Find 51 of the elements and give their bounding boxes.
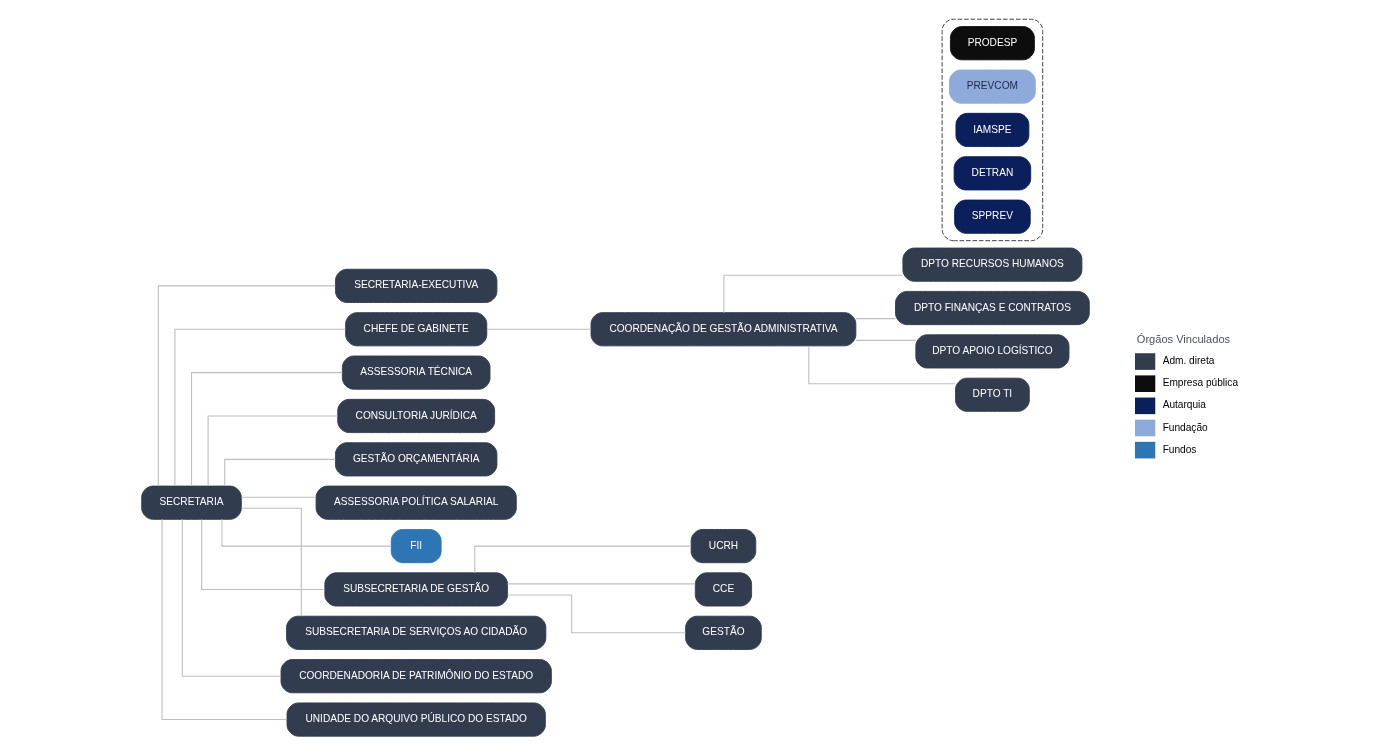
connector: [207, 415, 339, 487]
connector: [224, 458, 336, 487]
connector: [201, 518, 326, 590]
node-box: SUBSECRETARIA DE SERVIÇOS AO CIDADÃO: [286, 615, 547, 650]
legend-label: Empresa pública: [1162, 377, 1239, 389]
node-box: SPPREV: [954, 199, 1031, 234]
node-box: DPTO APOIO LOGÍSTICO: [915, 334, 1070, 369]
node-box: GESTÃO: [685, 615, 762, 650]
node-box: PREVCOM: [949, 69, 1036, 104]
connector: [723, 274, 904, 314]
node-box: IAMSPE: [955, 112, 1030, 147]
connector: [486, 328, 592, 330]
connector: [157, 285, 336, 487]
connector: [241, 507, 302, 617]
node-box: ASSESSORIA POLÍTICA SALARIAL: [315, 485, 517, 520]
connector: [190, 372, 343, 487]
node-box: SECRETARIA: [141, 485, 242, 520]
connector: [221, 518, 392, 547]
node-box: CCE: [694, 572, 753, 607]
legend-label: Fundação: [1162, 421, 1208, 433]
node-box: UNIDADE DO ARQUIVO PÚBLICO DO ESTADO: [286, 702, 546, 737]
node-box: COORDENADORIA DE PATRIMÔNIO DO ESTADO: [280, 659, 552, 694]
node-box: SECRETARIA-EXECUTIVA: [335, 268, 498, 303]
connector: [161, 518, 288, 721]
node-box: CONSULTORIA JURÍDICA: [337, 398, 496, 434]
connector: [855, 339, 917, 341]
node-box: DPTO TI: [955, 377, 1030, 412]
connector: [507, 594, 687, 634]
node-box: DPTO FINANÇAS E CONTRATOS: [895, 290, 1090, 326]
node-box: DETRAN: [953, 156, 1032, 191]
connector: [174, 328, 346, 487]
legend-label: Adm. direta: [1162, 355, 1215, 367]
connector: [240, 496, 317, 498]
connector: [855, 318, 896, 320]
connector: [507, 583, 696, 585]
connector: [808, 345, 956, 385]
node-box: ASSESSORIA TÉCNICA: [341, 355, 491, 390]
legend-label: Fundos: [1162, 443, 1197, 455]
node-box: COORDENAÇÃO DE GESTÃO ADMINISTRATIVA: [590, 312, 857, 347]
legend-label: Autarquia: [1162, 399, 1206, 411]
node-box: FII: [390, 529, 442, 564]
node-box: UCRH: [690, 529, 757, 564]
node-box: PRODESP: [949, 26, 1035, 61]
node-box: GESTÃO ORÇAMENTÁRIA: [335, 442, 498, 477]
label: Órgãos Vinculados: [1136, 332, 1231, 345]
node-box: CHEFE DE GABINETE: [345, 312, 488, 347]
node-box: SUBSECRETARIA DE GESTÃO: [324, 572, 508, 607]
connector: [474, 545, 692, 574]
connector: [181, 518, 282, 677]
node-box: DPTO RECURSOS HUMANOS: [902, 247, 1083, 282]
cluster: [941, 18, 1044, 242]
